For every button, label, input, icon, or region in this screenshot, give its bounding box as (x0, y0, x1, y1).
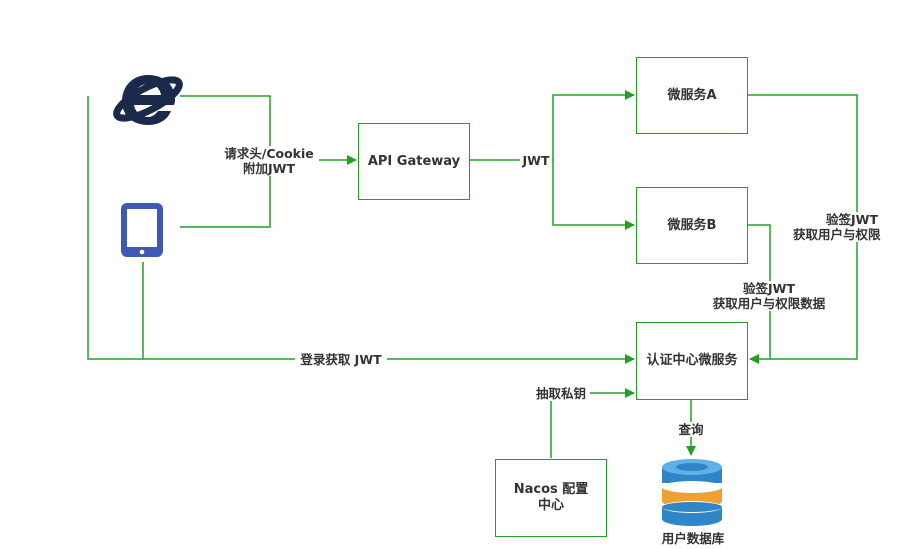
edge-label-service-b-auth: 验签JWT 获取用户与权限数据 (703, 281, 835, 311)
ie-browser-icon (113, 75, 183, 125)
edge-nacos-to-auth (550, 388, 635, 458)
edge-service-b-to-auth (748, 224, 771, 359)
right-crop-mask (882, 205, 920, 255)
edge-label-login: 登录获取 JWT (295, 352, 387, 367)
edge-split-to-service-a (552, 90, 635, 160)
nacos-config-label: Nacos 配置中心 (513, 482, 589, 513)
nacos-config-node: Nacos 配置中心 (495, 459, 607, 537)
edge-tablet-to-gateway (180, 160, 271, 228)
edge-label-client-gateway-line2: 附加JWT (243, 161, 295, 176)
user-db-label: 用户数据库 (655, 531, 731, 546)
edge-split-to-service-b (552, 160, 635, 230)
edge-label-service-a-auth-line1: 验签JWT (826, 212, 878, 227)
edge-login (87, 96, 635, 364)
edge-label-service-b-auth-line2: 获取用户与权限数据 (712, 296, 826, 311)
tablet-icon (121, 203, 163, 257)
service-a-node: 微服务A (636, 57, 748, 134)
edge-label-service-a-auth-line2: 获取用户与权限 (793, 227, 881, 242)
edge-label-client-gateway: 请求头/Cookie 附加JWT (219, 146, 319, 176)
api-gateway-node: API Gateway (358, 123, 470, 200)
edge-label-client-gateway-line1: 请求头/Cookie (224, 146, 314, 161)
database-icon (662, 459, 722, 526)
edge-label-jwt: JWT (520, 153, 552, 168)
edge-label-nacos: 抽取私钥 (532, 386, 590, 401)
auth-service-node: 认证中心微服务 (636, 322, 748, 400)
service-b-node: 微服务B (636, 187, 748, 264)
edge-label-query: 查询 (673, 422, 709, 437)
edge-label-service-b-auth-line1: 验签JWT (743, 281, 795, 296)
